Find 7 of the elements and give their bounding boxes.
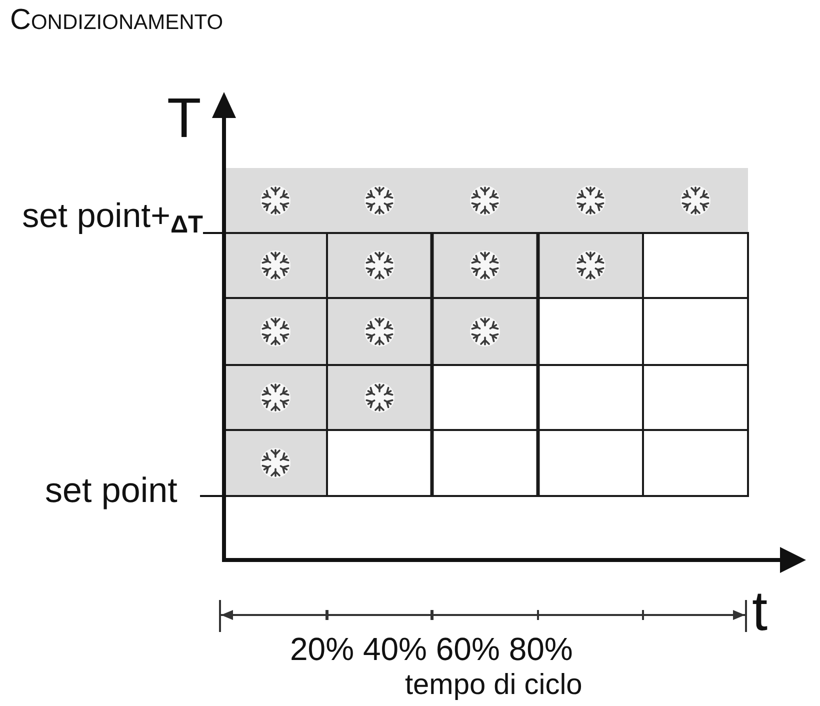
level-label: set point+$_{ΔT}$ <box>22 199 203 238</box>
axis-label: t <box>752 583 768 639</box>
level-label: set point <box>45 473 178 508</box>
axis-title: tempo di ciclo <box>405 671 582 700</box>
axis-label: T <box>167 90 202 146</box>
percent-labels: 20% 40% 60% 80% <box>290 633 573 665</box>
diagram-title: CONDIZIONAMENTO <box>10 6 224 35</box>
